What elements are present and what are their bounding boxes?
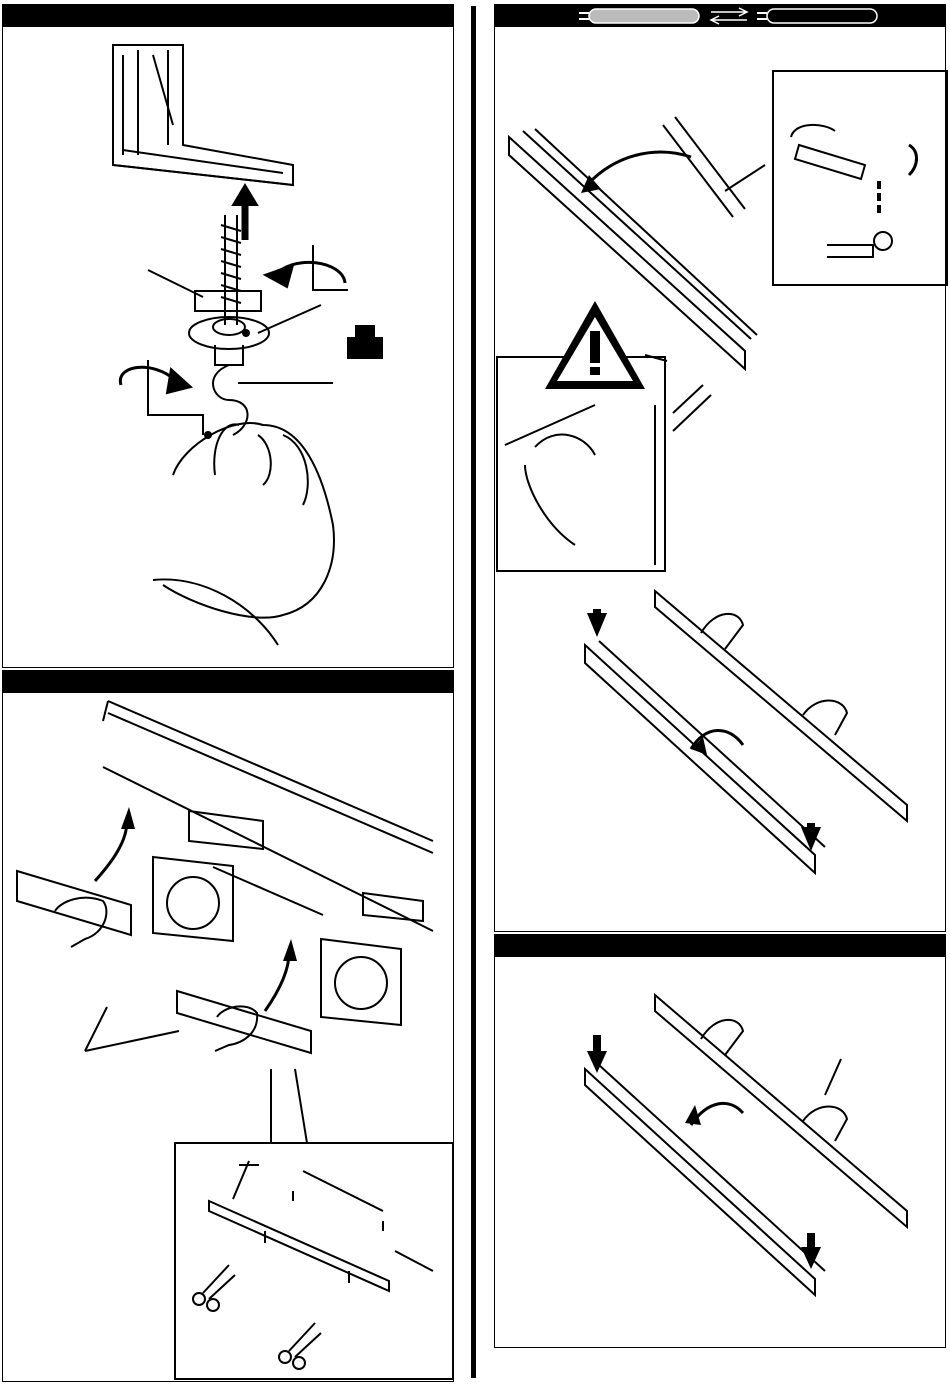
weight-icon <box>347 325 383 359</box>
hook-mounting-illustration <box>3 5 455 669</box>
cover-refit-illustration <box>495 935 947 1349</box>
panel-cover-refit <box>494 934 946 1348</box>
down-arrow-icon <box>587 609 821 851</box>
panel-tube-replacement <box>494 4 946 932</box>
tube-replacement-illustration <box>495 5 947 933</box>
column-divider <box>471 6 476 1378</box>
panel-cover-removal <box>2 670 454 1382</box>
cover-removal-illustration <box>3 671 455 1383</box>
warning-triangle-icon <box>545 301 645 389</box>
panel-hook-mounting <box>2 4 454 668</box>
down-arrow-icon <box>587 1035 821 1269</box>
scissors-icon <box>193 1265 321 1369</box>
